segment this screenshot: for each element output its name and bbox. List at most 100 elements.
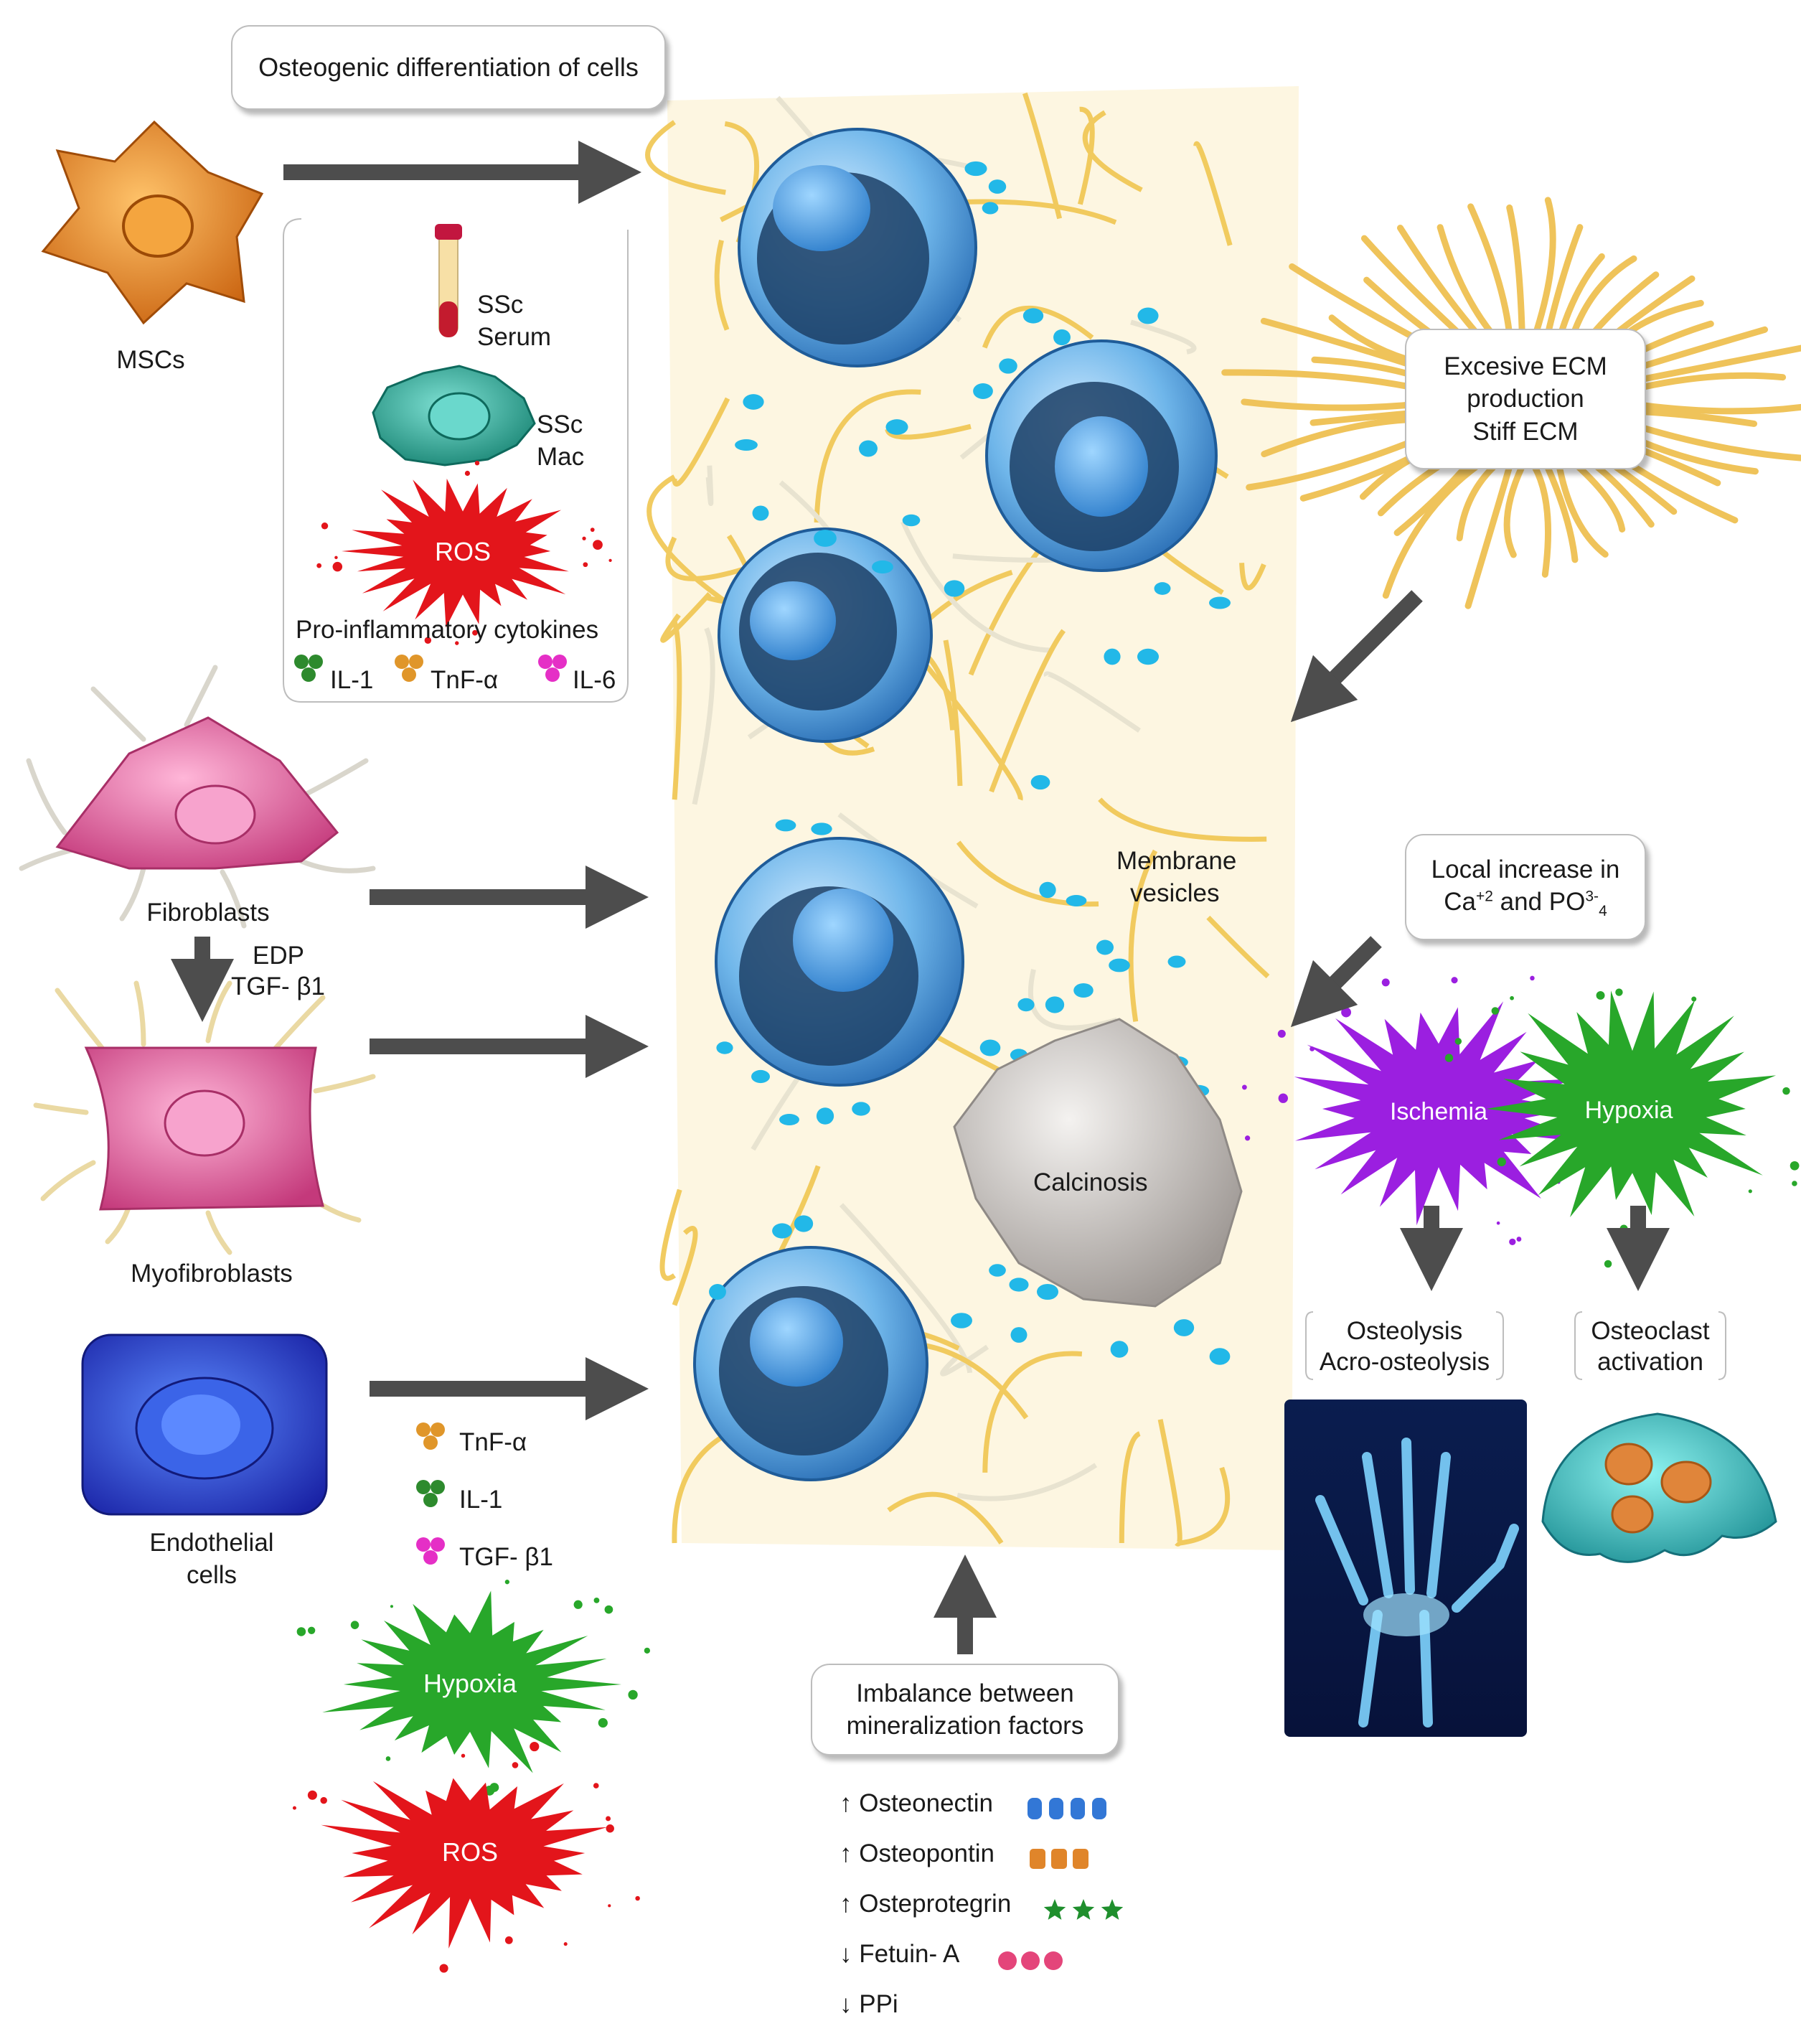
vesicle <box>964 161 987 177</box>
vesicle <box>1066 894 1087 907</box>
ecm-fiber <box>1206 915 1270 979</box>
ecm-fiber <box>665 536 745 581</box>
star-icon <box>1101 1899 1124 1920</box>
il-6-icon <box>538 655 567 682</box>
ecm-fiber <box>1119 1431 1142 1544</box>
ecm-line-2: production <box>1467 385 1584 413</box>
osteoclast-label-2: activation <box>1597 1348 1703 1376</box>
ecm-fiber <box>1078 106 1095 205</box>
vesicle <box>1096 939 1114 955</box>
ecm-fiber <box>646 474 731 607</box>
ischemia-label: Ischemia <box>1389 1098 1488 1125</box>
vesicle <box>1104 648 1121 665</box>
vesicle <box>944 580 965 597</box>
vesicle <box>743 394 764 410</box>
endo-tgf-label: TGF- β1 <box>459 1543 553 1571</box>
vesicle <box>1022 308 1044 324</box>
vesicle <box>979 1039 1001 1056</box>
ecm-fiber <box>1464 461 1513 609</box>
cell-icon <box>718 528 933 743</box>
factor-arrow: ↓ <box>840 1990 852 2018</box>
factor-row: ↓ PPi <box>840 1990 898 2019</box>
vesicle <box>816 1107 834 1125</box>
factor-arrow: ↑ <box>840 1789 852 1817</box>
hypoxia-bottom-label: Hypoxia <box>423 1669 517 1698</box>
edp-label: EDP <box>253 942 304 970</box>
cell-icon <box>715 837 964 1087</box>
vesicle <box>1173 1319 1195 1336</box>
ecm-fiber <box>887 1491 1004 1544</box>
ecm-fiber <box>1543 224 1584 342</box>
vesicle <box>989 1264 1006 1277</box>
ecm-fiber <box>1043 671 1141 733</box>
ecm-fiber <box>1082 110 1143 192</box>
macrophage-icon <box>372 365 536 467</box>
ecm-fiber <box>1239 563 1266 591</box>
vesicle <box>752 505 769 521</box>
osteoclast-icon <box>1541 1412 1777 1563</box>
ecm-fiber <box>982 305 1094 349</box>
fibroblast-icon <box>19 665 376 929</box>
il-1-icon <box>416 1480 445 1507</box>
ecm-fiber <box>714 240 730 331</box>
ecm-fiber <box>1382 456 1490 599</box>
vesicle <box>1009 1278 1029 1292</box>
ecm-fiber <box>1531 463 1552 578</box>
factor-arrow: ↑ <box>840 1890 852 1918</box>
hypoxia-splash-icon <box>1444 988 1800 1268</box>
osteopontin-icon <box>1030 1849 1088 1869</box>
ecm-fiber <box>1193 141 1233 246</box>
ecm-fiber <box>672 1434 725 1544</box>
vesicle <box>1030 774 1050 790</box>
star-icon <box>1072 1899 1095 1920</box>
calcinosis-icon <box>953 1018 1243 1308</box>
cell-icon <box>693 1246 928 1481</box>
factor-row: ↑ Osteprotegrin <box>840 1890 1011 1918</box>
il-1-icon <box>294 655 323 682</box>
vesicle <box>852 1102 870 1116</box>
ros-top-label: ROS <box>434 537 491 566</box>
osteolysis-bracket <box>1305 1311 1504 1380</box>
local-increase-line-2: Ca+2 and PO3-4 <box>1444 886 1607 921</box>
phosphate-charge: 3- <box>1585 888 1599 905</box>
vesicle <box>814 530 837 547</box>
factor-name: Osteopontin <box>859 1839 994 1867</box>
osteonectin-icon <box>1028 1798 1106 1819</box>
vesicle <box>709 1283 726 1300</box>
endo-il-1-label: IL-1 <box>459 1486 503 1514</box>
hypoxia-right-label: Hypoxia <box>1584 1097 1673 1124</box>
msc-icon <box>41 120 264 325</box>
ecm-fiber <box>672 1226 698 1306</box>
ecm-line-1: Excesive ECM <box>1444 352 1607 380</box>
myofibroblasts-label: Myofibroblasts <box>131 1260 293 1288</box>
star-icon <box>1043 1899 1066 1920</box>
osteoclast-label-1: Osteoclast <box>1591 1317 1710 1345</box>
ecm-line-3: Stiff ECM <box>1472 417 1579 446</box>
ssc-mac-label-2: Mac <box>537 443 585 471</box>
vesicle <box>772 1223 792 1239</box>
vesicle <box>1167 955 1186 968</box>
il-6-label: IL-6 <box>573 666 616 694</box>
fetuin-a-icon <box>998 1951 1063 1970</box>
osteprotegrin-icon <box>1043 1899 1124 1920</box>
imbalance-line-2: mineralization factors <box>846 1712 1084 1740</box>
factor-row: ↑ Osteonectin <box>840 1789 993 1818</box>
factor-arrow: ↓ <box>840 1940 852 1968</box>
ecm-fiber <box>1467 203 1513 342</box>
tgf-beta-label: TGF- β1 <box>231 972 325 1000</box>
membrane-vesicles-label-2: vesicles <box>1130 879 1220 907</box>
calcium-label: Ca <box>1444 888 1476 916</box>
tgf-beta-icon <box>416 1537 445 1565</box>
vesicle <box>1039 881 1056 899</box>
myofibroblast-icon <box>33 980 376 1255</box>
factor-name: Fetuin- A <box>859 1940 960 1968</box>
vesicle <box>982 202 999 215</box>
ecm-fiber <box>956 1463 1098 1501</box>
factor-name: Osteonectin <box>859 1789 994 1817</box>
endothelial-label-1: Endothelial <box>149 1529 274 1557</box>
vesicle <box>999 358 1017 374</box>
vesicle <box>779 1113 799 1126</box>
osteolysis-label-2: Acro-osteolysis <box>1319 1348 1490 1376</box>
